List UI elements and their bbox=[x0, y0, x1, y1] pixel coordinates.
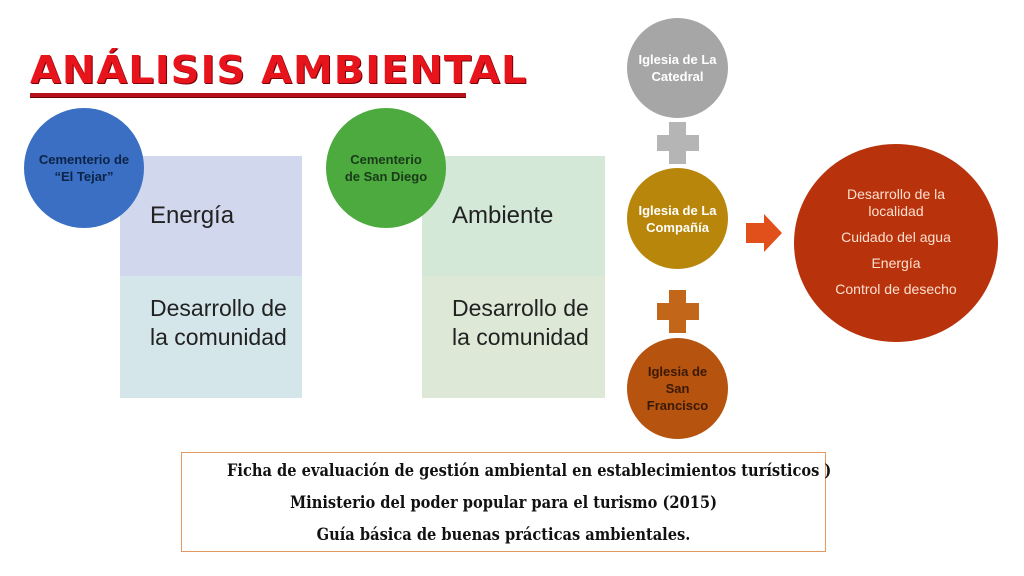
group1-top-label: Energía bbox=[150, 202, 235, 229]
church-circle-catedral: Iglesia de La Catedral bbox=[627, 18, 728, 118]
group2-top-box: Ambiente bbox=[422, 156, 605, 276]
church-circle-compania: Iglesia de La Compañía bbox=[627, 168, 728, 269]
church-circle-sanfrancisco: Iglesia de San Francisco bbox=[627, 338, 728, 439]
group2-circle-label: Cementerio de San Diego bbox=[344, 152, 428, 184]
reference-line: Guía básica de buenas prácticas ambienta… bbox=[316, 525, 691, 545]
group2-bottom-box: Desarrollo de la comunidad bbox=[422, 276, 605, 398]
group2-bottom-label: Desarrollo de la comunidad bbox=[452, 295, 589, 350]
group1-top-box: Energía bbox=[120, 156, 302, 276]
result-circle: Desarrollo de la localidad Cuidado del a… bbox=[794, 144, 998, 342]
group2-circle: Cementerio de San Diego bbox=[326, 108, 446, 228]
group2-top-label: Ambiente bbox=[452, 202, 554, 229]
group1-circle: Cementerio de “El Tejar” bbox=[24, 108, 144, 228]
reference-line: Ficha de evaluación de gestión ambiental… bbox=[227, 461, 832, 481]
result-item: Control de desecho bbox=[835, 281, 957, 297]
group1-bottom-label: Desarrollo de la comunidad bbox=[150, 295, 287, 350]
title-underline bbox=[30, 93, 466, 98]
result-item: Cuidado del agua bbox=[841, 229, 951, 245]
church-label-compania: Iglesia de La Compañía bbox=[638, 202, 717, 235]
group1-bottom-box: Desarrollo de la comunidad bbox=[120, 276, 302, 398]
result-item: Desarrollo de la localidad bbox=[846, 186, 946, 219]
plus-icon-bar bbox=[657, 135, 699, 151]
references-box: Ficha de evaluación de gestión ambiental… bbox=[181, 452, 832, 552]
church-label-sanfrancisco: Iglesia de San Francisco bbox=[646, 364, 709, 413]
result-item: Energía bbox=[871, 255, 921, 271]
page-title: Análisis Ambiental bbox=[30, 48, 528, 92]
group1-circle-label: Cementerio de “El Tejar” bbox=[38, 152, 130, 184]
plus-icon-bar bbox=[657, 303, 699, 320]
arrow-right-icon bbox=[746, 214, 782, 252]
reference-line: Ministerio del poder popular para el tur… bbox=[289, 493, 718, 513]
church-label-catedral: Iglesia de La Catedral bbox=[638, 52, 717, 84]
